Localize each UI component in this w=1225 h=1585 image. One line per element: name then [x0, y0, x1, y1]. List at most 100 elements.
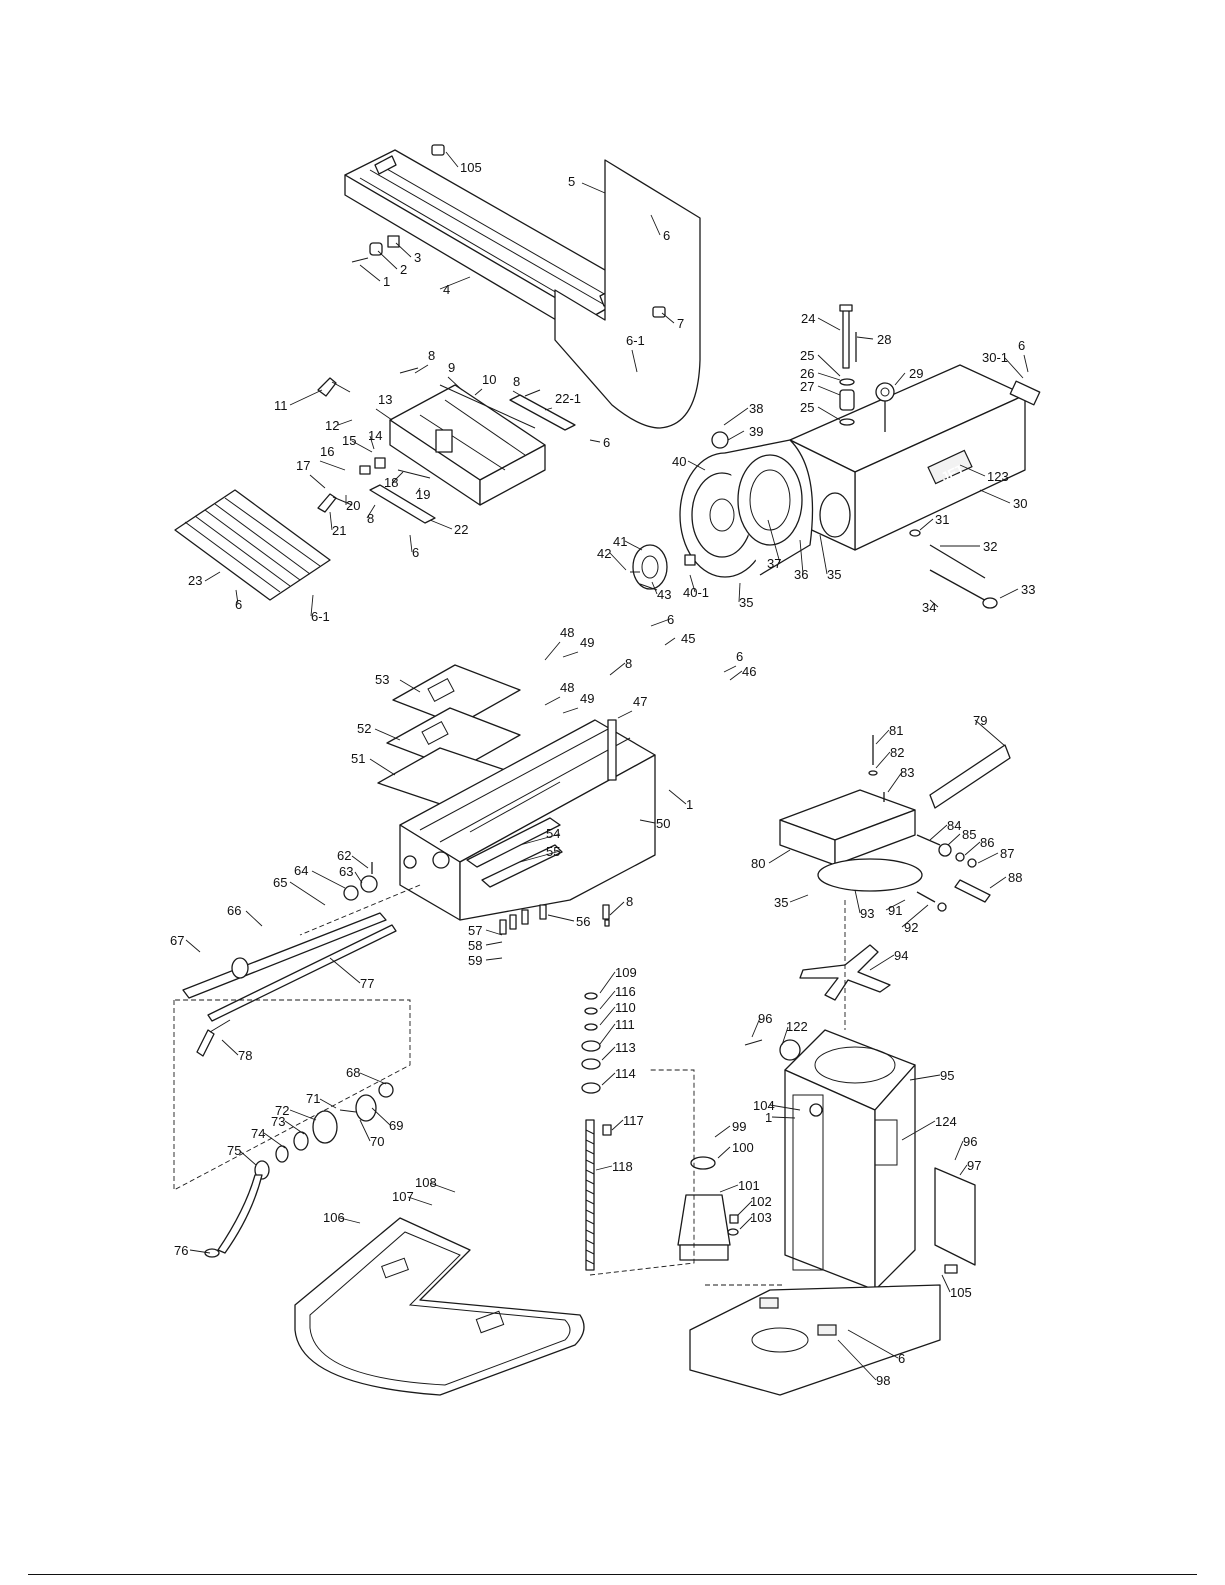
- part-callout: 49: [580, 635, 594, 650]
- adjust-screws: [499, 904, 610, 935]
- part-callout: 68: [346, 1065, 360, 1080]
- leader-line: [189, 1249, 211, 1254]
- part-callout: 23: [188, 573, 202, 588]
- part-callout: 40: [672, 454, 686, 469]
- leader-line: [339, 1217, 361, 1224]
- part-callout: 80: [751, 856, 765, 871]
- leader-line: [359, 264, 381, 282]
- part-callout: 79: [973, 713, 987, 728]
- part-callout: 18: [384, 475, 398, 490]
- part-callout: 106: [323, 1210, 345, 1225]
- leader-line: [337, 419, 353, 426]
- part-callout: 52: [357, 721, 371, 736]
- leader-line: [869, 954, 895, 971]
- leader-line: [319, 1098, 337, 1109]
- part-callout: 66: [227, 903, 241, 918]
- part-callout: 26: [800, 366, 814, 381]
- part-callout: 8: [626, 894, 633, 909]
- chip-tray: [294, 1217, 585, 1396]
- leader-line: [819, 534, 828, 575]
- leader-line: [399, 679, 421, 693]
- leader-line: [601, 1046, 616, 1061]
- leader-line: [901, 904, 929, 928]
- leader-line: [947, 833, 961, 846]
- leader-line: [941, 1274, 951, 1293]
- leader-line: [609, 901, 625, 916]
- leader-line: [429, 1182, 456, 1193]
- part-callout: 8: [625, 656, 632, 671]
- part-callout: 25: [800, 400, 814, 415]
- leader-line: [391, 471, 404, 484]
- tilt-vise: [779, 735, 1011, 912]
- footer-rule: [28, 1574, 1197, 1575]
- leader-line: [631, 349, 638, 373]
- part-callout: 6: [667, 612, 674, 627]
- part-callout: 37: [767, 556, 781, 571]
- leader-line: [767, 519, 781, 564]
- part-callout: 46: [742, 664, 756, 679]
- leader-line: [817, 372, 841, 381]
- part-callout: 20: [346, 498, 360, 513]
- leader-line: [599, 1006, 616, 1026]
- part-callout: 117: [623, 1113, 644, 1128]
- base-plate: [689, 1284, 941, 1396]
- part-callout: 9: [448, 360, 455, 375]
- chip-guard: [554, 159, 701, 429]
- leader-line: [719, 1184, 739, 1193]
- part-callout: 110: [615, 1000, 636, 1015]
- part-callout: 97: [967, 1158, 981, 1173]
- leader-line: [929, 599, 939, 608]
- leader-line: [799, 539, 804, 575]
- part-callout: 73: [271, 1114, 285, 1129]
- part-callout: 1: [383, 274, 390, 289]
- leader-line: [651, 581, 658, 595]
- part-callout: 94: [894, 948, 908, 963]
- part-callout: 65: [273, 875, 287, 890]
- part-callout: 116: [615, 984, 636, 999]
- part-callout: 113: [615, 1040, 636, 1055]
- leader-line: [599, 1023, 616, 1045]
- leader-line: [374, 728, 401, 741]
- leader-line: [856, 336, 874, 340]
- part-callout: 33: [1021, 582, 1035, 597]
- leader-line: [999, 588, 1019, 599]
- part-callout: 101: [738, 1178, 760, 1193]
- part-callout: 4: [443, 282, 450, 297]
- part-callout: 31: [935, 512, 949, 527]
- leader-line: [415, 487, 421, 495]
- part-callout: 35: [827, 567, 841, 582]
- part-callout: 92: [904, 920, 918, 935]
- part-callout: 10: [482, 372, 496, 387]
- leader-line: [289, 881, 326, 906]
- leader-line: [617, 710, 633, 719]
- leader-line: [664, 637, 676, 646]
- leader-line: [817, 317, 841, 331]
- quill-parts: [581, 992, 612, 1271]
- leader-line: [407, 1196, 433, 1206]
- leader-line: [371, 1107, 391, 1126]
- leader-line: [310, 594, 314, 617]
- part-callout: 95: [940, 1068, 954, 1083]
- part-callout: 123: [987, 469, 1009, 484]
- part-callout: 84: [947, 818, 961, 833]
- leader-line: [1023, 354, 1029, 373]
- leader-line: [887, 771, 903, 793]
- part-callout: 22: [454, 522, 468, 537]
- leader-line: [519, 850, 561, 863]
- leader-line: [359, 1072, 387, 1085]
- leader-line: [875, 751, 891, 769]
- leader-line: [329, 957, 361, 984]
- leader-line: [369, 758, 396, 776]
- part-callout: 56: [576, 914, 590, 929]
- leader-line: [595, 1165, 613, 1171]
- leader-line: [235, 589, 239, 605]
- leader-line: [447, 376, 463, 391]
- part-callout: 104: [753, 1098, 775, 1113]
- leader-line: [581, 182, 606, 194]
- leader-line: [929, 824, 948, 841]
- ram-hardware: [839, 304, 998, 609]
- leader-line: [185, 939, 201, 953]
- part-callout: 41: [613, 534, 627, 549]
- leader-line: [769, 1104, 801, 1111]
- part-callout: 16: [320, 444, 334, 459]
